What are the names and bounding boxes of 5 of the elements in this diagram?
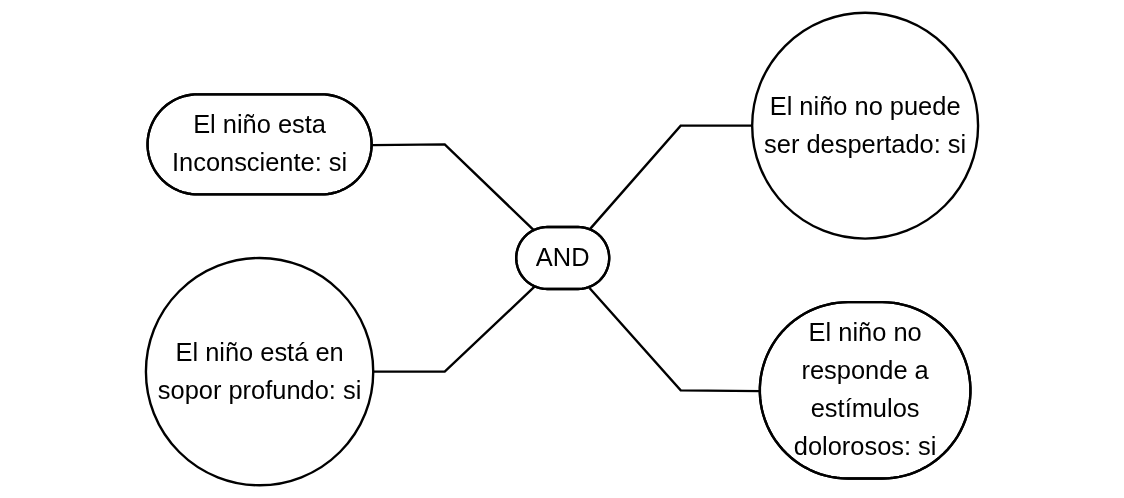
connector bbox=[372, 143, 536, 232]
connector bbox=[588, 124, 753, 231]
node-circle: El niño no puede ser despertado: si bbox=[751, 11, 980, 240]
connector bbox=[373, 285, 536, 373]
node-circle: El niño está en sopor profundo: si bbox=[144, 256, 375, 487]
